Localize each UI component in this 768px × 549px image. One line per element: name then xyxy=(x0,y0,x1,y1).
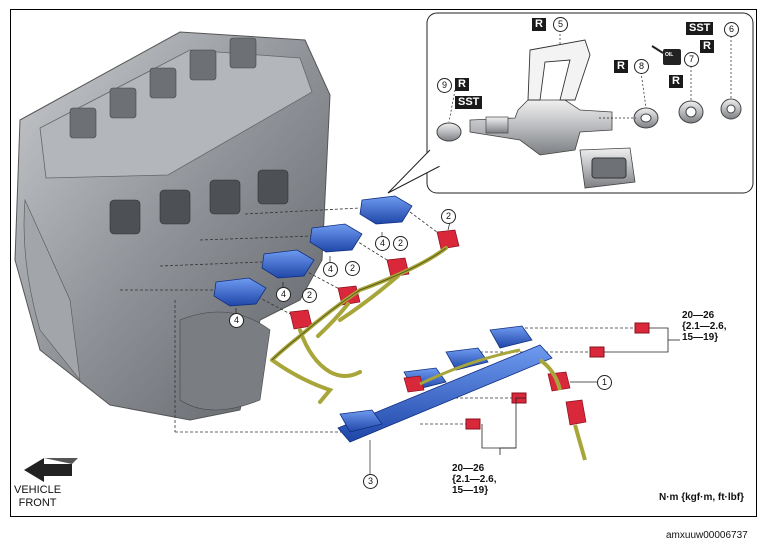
fuel-rail-assembly xyxy=(337,325,587,461)
replace-mark-8: R xyxy=(614,60,628,73)
torque-upper-line3: 15—19} xyxy=(682,332,719,343)
engine-block xyxy=(14,31,331,421)
callout-2-a: 2 xyxy=(441,209,456,224)
callout-2-d: 2 xyxy=(302,288,317,303)
replace-mark-9: R xyxy=(455,78,469,91)
torque-lower-line1: 20—26 xyxy=(452,463,485,474)
vehicle-front-arrow-icon xyxy=(24,458,78,482)
units-label: N·m {kgf·m, ft·lbf} xyxy=(659,492,744,503)
torque-lower-line3: 15—19} xyxy=(452,485,489,496)
replace-mark-5: R xyxy=(532,18,546,31)
callout-9: 9 xyxy=(437,78,452,93)
sst-mark-6: SST xyxy=(686,22,714,35)
callout-5: 5 xyxy=(553,17,568,32)
callout-2-b: 2 xyxy=(393,236,408,251)
callout-1: 1 xyxy=(597,375,612,390)
replace-mark-6: R xyxy=(700,40,714,53)
sst-mark-9: SST xyxy=(455,96,483,109)
callout-6: 6 xyxy=(724,22,739,37)
torque-brackets xyxy=(481,327,680,455)
harness-outline xyxy=(271,247,447,361)
callout-4-b: 4 xyxy=(323,262,338,277)
callout-8: 8 xyxy=(634,59,649,74)
torque-upper-line2: {2.1—2.6, xyxy=(682,321,727,332)
vehicle-front-line1: VEHICLE xyxy=(14,484,62,496)
inset-detail xyxy=(387,12,754,194)
figure-id: amxuuw00006737 xyxy=(666,530,748,541)
callout-4-d: 4 xyxy=(229,313,244,328)
callout-7: 7 xyxy=(684,52,699,67)
torque-upper-line1: 20—26 xyxy=(682,310,715,321)
replace-mark-7: R xyxy=(669,75,683,88)
torque-lower-line2: {2.1—2.6, xyxy=(452,474,497,485)
torque-spec-lower: 20—26 {2.1—2.6, 15—19} xyxy=(452,463,496,496)
vehicle-front-label: VEHICLE FRONT xyxy=(14,484,61,510)
callout-4-a: 4 xyxy=(375,236,390,251)
callout-4-c: 4 xyxy=(276,287,291,302)
vehicle-front-line2: FRONT xyxy=(18,497,57,509)
fuel-injectors xyxy=(213,195,413,307)
oil-label: OIL xyxy=(665,52,674,58)
callout-2-c: 2 xyxy=(345,261,360,276)
torque-spec-upper: 20—26 {2.1—2.6, 15—19} xyxy=(682,310,726,343)
callout-3: 3 xyxy=(363,474,378,489)
